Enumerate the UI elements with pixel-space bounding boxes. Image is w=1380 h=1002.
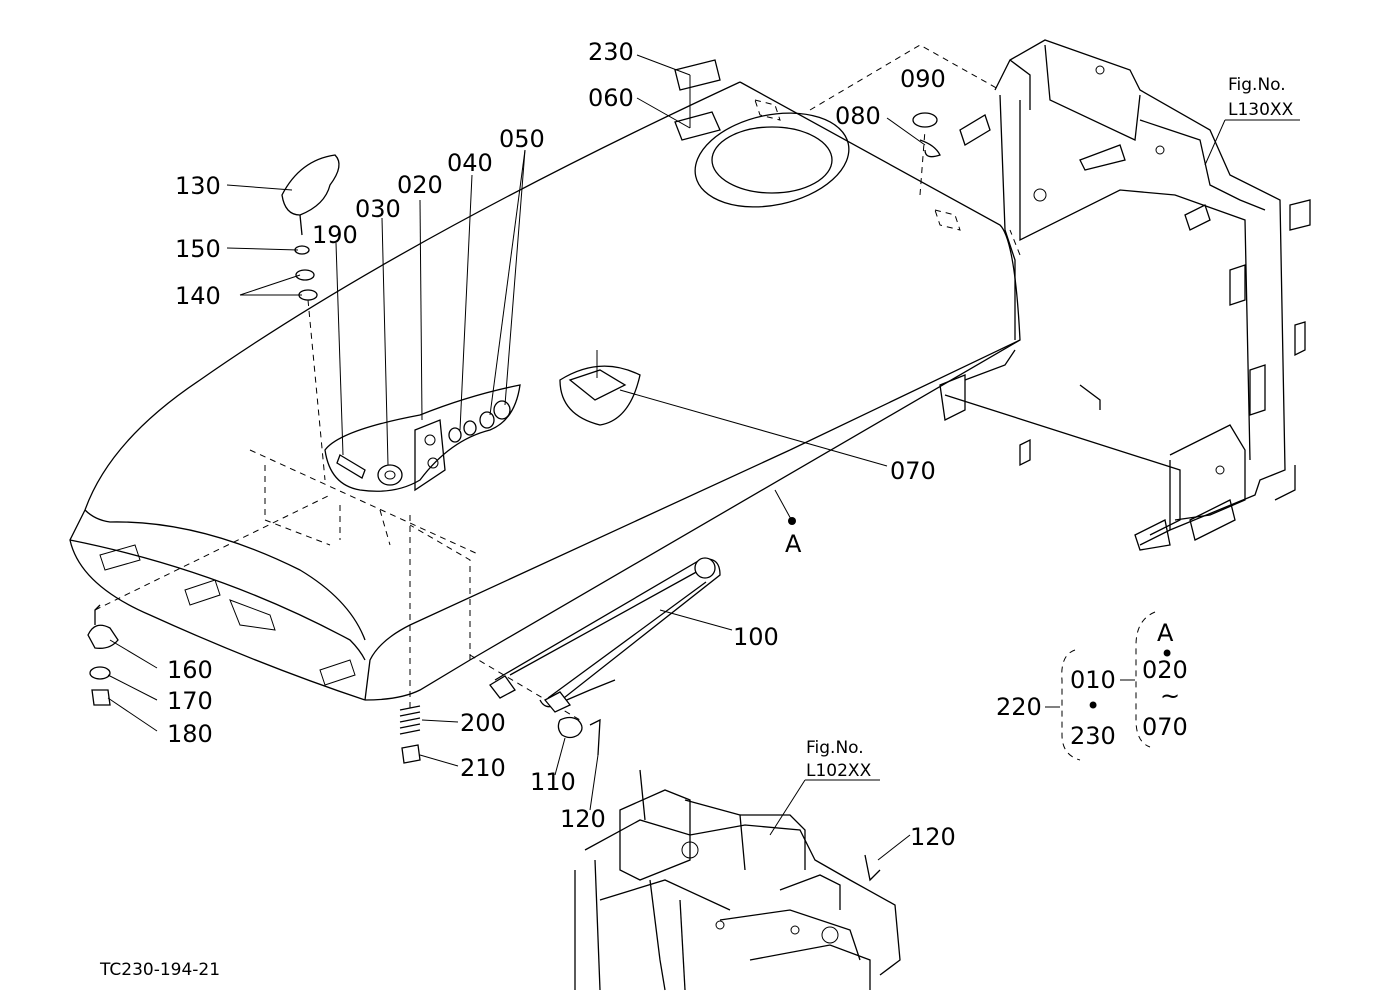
callout-050: 050 bbox=[499, 125, 545, 153]
figure-references: Fig.No. L130XX Fig.No. L102XX bbox=[806, 75, 1294, 781]
assembly-key-dot: • bbox=[1086, 692, 1100, 720]
callout-120-a: 120 bbox=[560, 805, 606, 833]
callout-140: 140 bbox=[175, 282, 221, 310]
callout-150: 150 bbox=[175, 235, 221, 263]
assembly-key-view: A bbox=[1157, 619, 1174, 647]
callout-110: 110 bbox=[530, 768, 576, 796]
assembly-key-range-start: 020 bbox=[1142, 656, 1188, 684]
drawing-code: TC230-194-21 bbox=[99, 960, 220, 980]
assembly-key-to: 230 bbox=[1070, 722, 1116, 750]
fig-ref-lower-code: L102XX bbox=[806, 761, 872, 781]
callout-100: 100 bbox=[733, 623, 779, 651]
callout-200: 200 bbox=[460, 709, 506, 737]
leader-lines bbox=[107, 54, 1300, 861]
assembly-key-range-end: 070 bbox=[1142, 713, 1188, 741]
hood-stay bbox=[489, 557, 721, 713]
callout-090: 090 bbox=[900, 65, 946, 93]
callout-080: 080 bbox=[835, 102, 881, 130]
hood-body bbox=[69, 44, 1021, 721]
assembly-key-from: 010 bbox=[1070, 666, 1116, 694]
fig-ref-upper-label: Fig.No. bbox=[1228, 75, 1286, 95]
callout-180: 180 bbox=[167, 720, 213, 748]
fig-ref-lower-label: Fig.No. bbox=[806, 738, 864, 758]
assembly-key-tilde: ~ bbox=[1160, 682, 1180, 710]
callout-labels: 130 150 140 190 030 020 040 050 230 060 … bbox=[167, 38, 956, 851]
callout-190: 190 bbox=[312, 221, 358, 249]
callout-030: 030 bbox=[355, 195, 401, 223]
callout-070: 070 bbox=[890, 457, 936, 485]
assembly-key: 220 010 • 230 A • 020 ~ 070 bbox=[996, 611, 1188, 761]
fig-ref-upper-code: L130XX bbox=[1228, 100, 1294, 120]
view-marker-a: A bbox=[785, 530, 802, 558]
callout-120-b: 120 bbox=[910, 823, 956, 851]
assembly-key-item: 220 bbox=[996, 693, 1042, 721]
callout-230-top: 230 bbox=[588, 38, 634, 66]
assembly-key-view-dot: • bbox=[1160, 640, 1174, 668]
callout-130: 130 bbox=[175, 172, 221, 200]
lower-frame-assembly bbox=[574, 769, 901, 991]
callout-170: 170 bbox=[167, 687, 213, 715]
callout-020: 020 bbox=[397, 171, 443, 199]
callout-210: 210 bbox=[460, 754, 506, 782]
callout-160: 160 bbox=[167, 656, 213, 684]
callout-040: 040 bbox=[447, 149, 493, 177]
rear-frame-assembly bbox=[939, 39, 1311, 551]
small-parts bbox=[87, 59, 941, 882]
callout-060: 060 bbox=[588, 84, 634, 112]
